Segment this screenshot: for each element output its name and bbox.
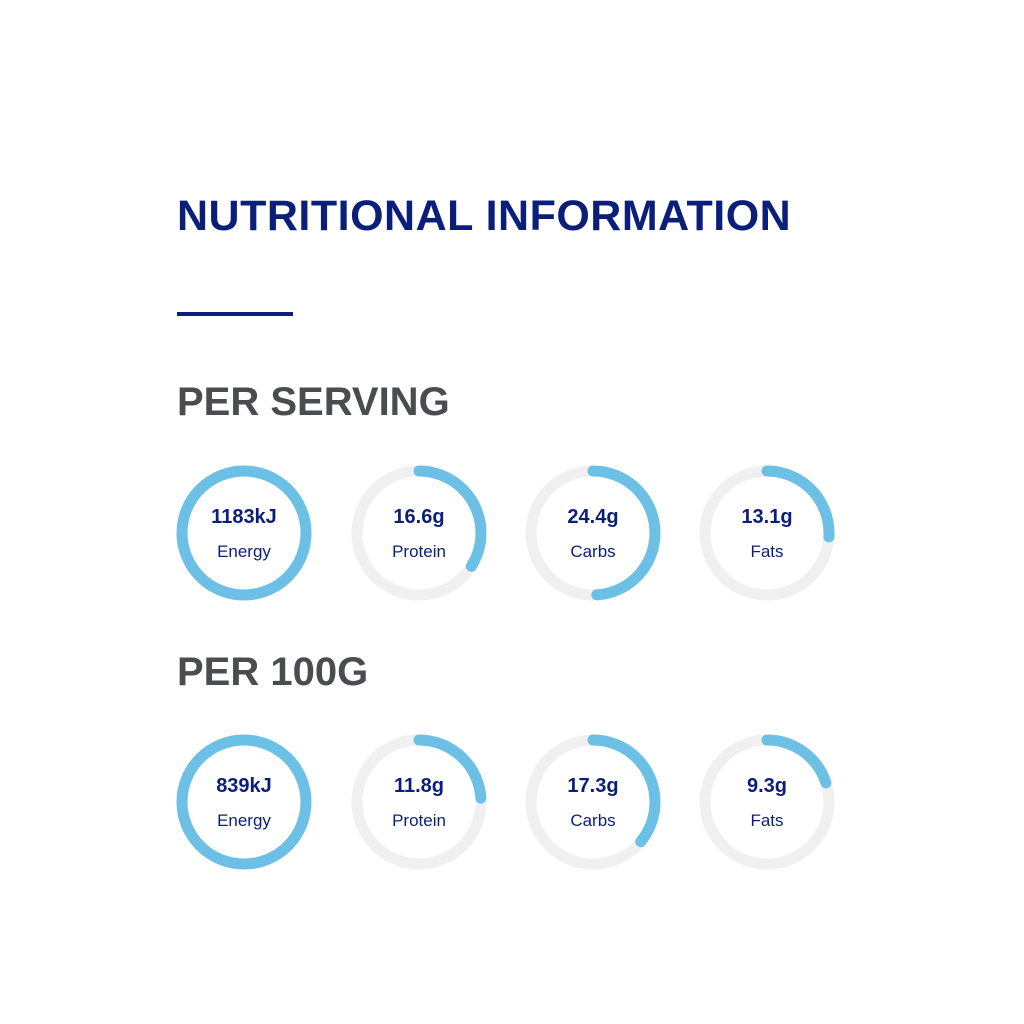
title-divider: [177, 312, 293, 316]
nutrient-ring-fats: 9.3g Fats: [698, 733, 836, 871]
nutrient-value: 17.3g: [567, 775, 619, 797]
nutrient-label: Fats: [750, 811, 784, 830]
nutrient-label: Fats: [750, 542, 784, 561]
ring-gauge: [699, 465, 835, 601]
nutrient-ring-protein: 11.8g Protein: [350, 733, 488, 871]
nutrient-ring-carbs: 17.3g Carbs: [524, 733, 662, 871]
nutrient-value: 839kJ: [216, 775, 272, 797]
page-title: NUTRITIONAL INFORMATION: [177, 192, 792, 240]
nutrient-value: 1183kJ: [211, 506, 277, 528]
nutrient-value: 24.4g: [567, 506, 619, 528]
nutrient-ring-protein: 16.6g Protein: [350, 464, 488, 602]
nutrient-label: Protein: [392, 811, 446, 830]
section-heading-per-100g: PER 100G: [177, 650, 369, 694]
ring-progress: [351, 465, 487, 601]
ring-progress: [699, 465, 835, 601]
nutrient-value: 13.1g: [741, 506, 793, 528]
ring-progress: [699, 734, 835, 870]
ring-progress: [176, 465, 312, 601]
section-heading-per-serving: PER SERVING: [177, 380, 450, 424]
ring-progress: [176, 734, 312, 870]
nutrient-value: 11.8g: [393, 775, 445, 797]
ring-progress: [525, 734, 661, 870]
nutrient-ring-energy: 1183kJ Energy: [175, 464, 313, 602]
nutrient-label: Carbs: [570, 542, 616, 561]
ring-gauge: [525, 465, 661, 601]
nutrient-label: Carbs: [570, 811, 616, 830]
nutrient-label: Energy: [217, 811, 271, 830]
nutrient-ring-carbs: 24.4g Carbs: [524, 464, 662, 602]
ring-gauge: [351, 465, 487, 601]
ring-gauge: [176, 465, 312, 601]
ring-progress: [351, 734, 487, 870]
ring-gauge: [699, 734, 835, 870]
nutrient-value: 9.3g: [746, 775, 788, 797]
nutrient-ring-fats: 13.1g Fats: [698, 464, 836, 602]
nutrient-value: 16.6g: [393, 506, 445, 528]
ring-gauge: [351, 734, 487, 870]
ring-gauge: [176, 734, 312, 870]
nutrient-ring-energy: 839kJ Energy: [175, 733, 313, 871]
nutrient-label: Protein: [392, 542, 446, 561]
ring-gauge: [525, 734, 661, 870]
ring-progress: [525, 465, 661, 601]
nutrient-label: Energy: [217, 542, 271, 561]
